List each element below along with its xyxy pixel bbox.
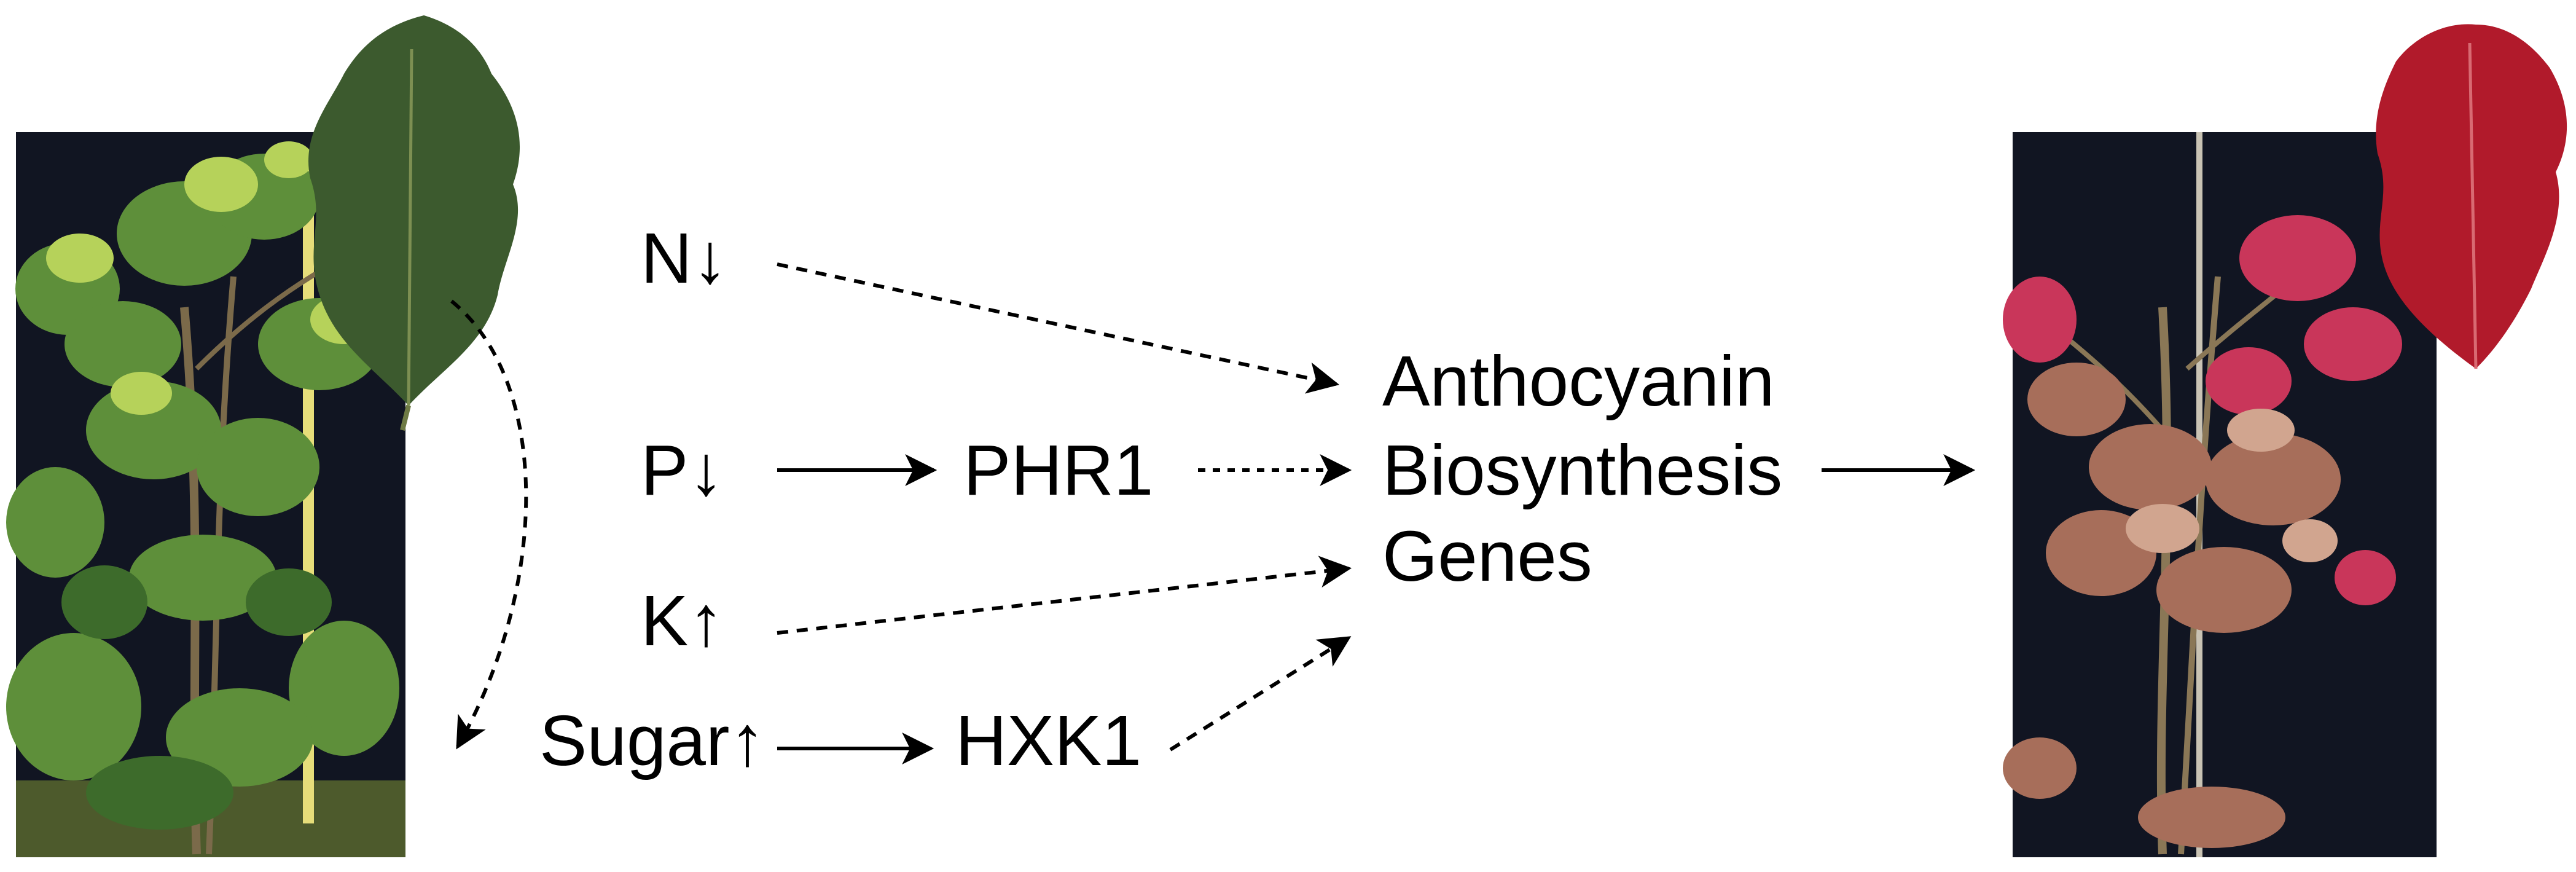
k-to-genes-arrow	[777, 556, 1352, 635]
green-oak-leaf-photo	[308, 15, 520, 431]
n-to-genes-arrow	[777, 262, 1340, 394]
target-line-3: Genes	[1382, 516, 1592, 596]
target-line-2: Biosynthesis	[1382, 430, 1782, 510]
target-line-1: Anthocyanin	[1382, 341, 1774, 421]
hxk1-label: HXK1	[955, 701, 1141, 780]
red-oak-sapling-photo	[2003, 132, 2437, 857]
potassium-label: K↑	[641, 581, 724, 661]
nitrogen-label: N↓	[641, 218, 728, 298]
phosphorus-label: P↓	[641, 430, 724, 510]
sugar-label: Sugar↑	[539, 701, 765, 780]
red-oak-leaf-photo	[2376, 24, 2567, 369]
phr1-label: PHR1	[963, 430, 1153, 510]
hxk1-to-genes-arrow	[1169, 636, 1352, 752]
leaf-to-sugar-arrow	[450, 299, 528, 750]
